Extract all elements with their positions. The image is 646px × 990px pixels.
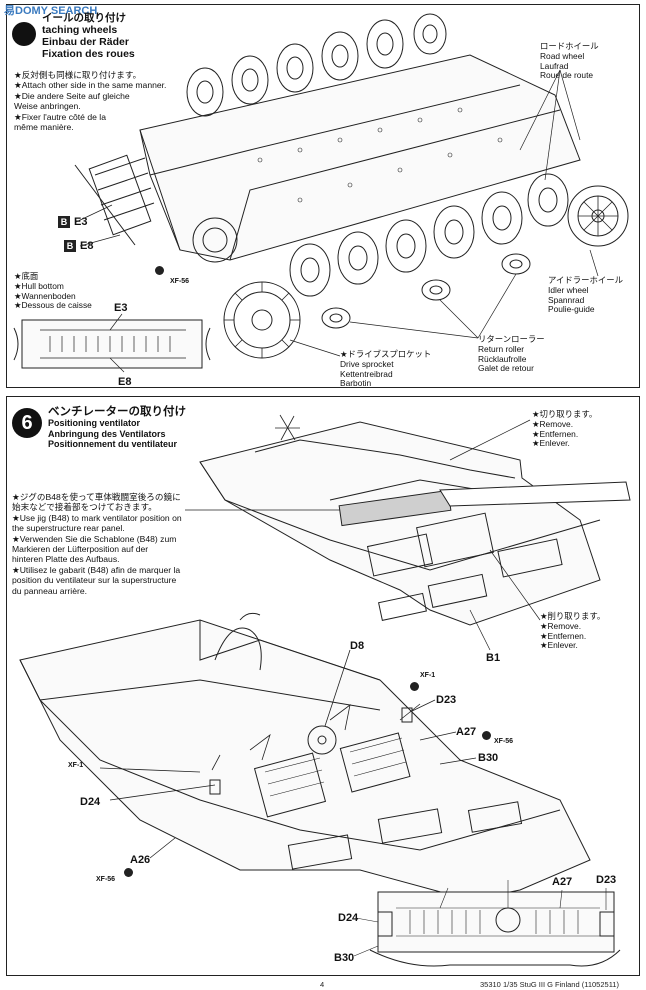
paint-dot-icon (482, 731, 491, 740)
inset-label-d23: D23 (596, 874, 617, 886)
step6-number: 6 (12, 408, 42, 438)
label-b30: B30 (478, 752, 499, 764)
paint-dot-icon (124, 868, 133, 877)
note-line: même manière. (14, 122, 74, 133)
callout-line: ★Hull bottom (14, 280, 64, 291)
callout-line: ★切り取ります。 (532, 409, 598, 419)
step5-title-en: taching wheels (42, 24, 118, 36)
step6-panel (6, 396, 640, 976)
watermark: 易DOMY SEARCH (4, 5, 98, 17)
step6-title-en: Positioning ventilator (48, 418, 141, 428)
label-d23: D23 (436, 694, 457, 706)
note-line: ★Use jig (B48) to mark ventilator positi… (12, 512, 182, 523)
step5-title-jp: イールの取り付け (42, 12, 126, 24)
note-line: ★Utilisez le gabarit (B48) afin de marqu… (12, 564, 181, 575)
paint-dot-icon (155, 266, 164, 275)
callout-line: Galet de retour (478, 363, 534, 374)
note-line: Weise anbringen. (14, 101, 81, 112)
label-b1: B1 (486, 652, 501, 664)
road-wheel-callout: ロードホイール Road wheel Laufrad Roue de route (540, 41, 599, 81)
label-xf1-b: XF-1 (68, 762, 84, 769)
paint-label-xf56: XF-56 (170, 278, 190, 285)
step5-note: ★反対側も同様に取り付けます。 ★Attach other side in th… (14, 70, 166, 132)
callout-line: Roue de route (540, 70, 594, 81)
label-xf1-a: XF-1 (420, 672, 436, 679)
idler-wheel-callout: アイドラーホイール Idler wheel Spannrad Poulie-gu… (548, 275, 623, 315)
step6-title-jp: ベンチレーターの取り付け (48, 406, 186, 418)
page-number: 4 (320, 980, 325, 989)
callout-line: Drive sprocket (340, 358, 394, 369)
label-d24: D24 (80, 796, 101, 808)
callout-line: ★Dessous de caisse (14, 300, 92, 311)
callout-line: ★底面 (14, 271, 39, 281)
callout-line: Rücklaufrolle (478, 353, 527, 364)
part-code: E3 (74, 216, 88, 228)
label-a27: A27 (456, 726, 477, 738)
callout-line: Barbotin (340, 378, 372, 389)
part-code: E8 (80, 240, 94, 252)
hull-bottom-callout: ★底面 ★Hull bottom ★Wannenboden ★Dessous d… (14, 271, 92, 311)
note-line: du panneau arrière. (12, 585, 88, 596)
scrape-callout: ★削り取ります。 ★Remove. ★Entfernen. ★Enlever. (540, 611, 605, 651)
paint-dot-icon (92, 762, 101, 771)
callout-line: アイドラーホイール (548, 275, 623, 285)
inset-label-b30: B30 (334, 952, 355, 964)
inset-label-e3: E3 (114, 302, 128, 314)
inset-label-d8: D8 (500, 866, 515, 878)
inset-label-a26: A26 (436, 874, 457, 886)
callout-line: ロードホイール (540, 41, 599, 51)
note-line: 始末などで接着部をつけておきます。 (12, 502, 157, 513)
step5-title-de: Einbau der Räder (42, 36, 129, 48)
inset-label-e8: E8 (118, 376, 132, 388)
note-line: ★ジグのB48を使って車体戦闘室後ろの鏡に (12, 492, 181, 502)
callout-line: Spannrad (548, 294, 585, 305)
step5-title: イールの取り付け taching wheels Einbau der Räder… (42, 12, 135, 60)
step6-title-fr: Positionnement du ventilateur (48, 439, 178, 449)
note-line: hinteren Platte des Aufbaus. (12, 554, 120, 565)
callout-line: ★Enlever. (532, 438, 570, 449)
note-line: ★Fixer l'autre côté de la (14, 111, 106, 122)
label-d8: D8 (350, 640, 365, 652)
note-line: ★Die andere Seite auf gleiche (14, 90, 130, 101)
return-roller-callout: リターンローラー Return roller Rücklaufrolle Gal… (478, 334, 545, 374)
note-line: ★反対側も同様に取り付けます。 (14, 70, 142, 80)
step6-title-de: Anbringung des Ventilators (48, 428, 166, 439)
label-xf56-b: XF-56 (96, 876, 116, 883)
callout-line: Poulie-guide (548, 304, 595, 315)
callout-line: Idler wheel (548, 284, 589, 295)
callout-line: Return roller (478, 343, 525, 354)
callout-line: ★Enlever. (540, 640, 578, 651)
drive-sprocket-callout: ★ドライブスプロケット Drive sprocket Kettentreibra… (340, 349, 432, 389)
note-line: position du ventilateur sur la superstru… (12, 575, 177, 586)
step6-title: ベンチレーターの取り付け Positioning ventilator Anbr… (48, 406, 186, 450)
inset-label-a27: A27 (552, 876, 573, 888)
step5-number (12, 22, 36, 46)
note-line: the superstructure rear panel. (12, 523, 125, 534)
inset-label-d24: D24 (338, 912, 359, 924)
note-line: ★Verwenden Sie die Schablone (B48) zum (12, 533, 177, 544)
callout-line: Kettentreibrad (340, 368, 393, 379)
note-line: ★Attach other side in the same manner. (14, 80, 167, 91)
label-a26: A26 (130, 854, 151, 866)
paint-dot-icon (410, 682, 419, 691)
part-label-e8: B E8 (64, 240, 94, 253)
cut-off-callout: ★切り取ります。 ★Remove. ★Entfernen. ★Enlever. (532, 409, 598, 449)
step6-note: ★ジグのB48を使って車体戦闘室後ろの鏡に 始末などで接着部をつけておきます。 … (12, 492, 182, 596)
callout-line: ★Wannenboden (14, 290, 76, 301)
part-label-e3: B E3 (58, 216, 88, 229)
callout-line: ★ドライブスプロケット (340, 349, 432, 359)
parts-tree-b-icon: B (58, 216, 70, 229)
parts-tree-b-icon: B (64, 240, 76, 253)
note-line: Markieren der Lüfterposition auf der (12, 544, 149, 555)
callout-line: リターンローラー (478, 334, 545, 344)
step5-title-fr: Fixation des roues (42, 48, 135, 60)
product-code: 35310 1/35 StuG III G Finland (11052511) (480, 980, 619, 989)
label-xf56-a: XF-56 (494, 738, 514, 745)
